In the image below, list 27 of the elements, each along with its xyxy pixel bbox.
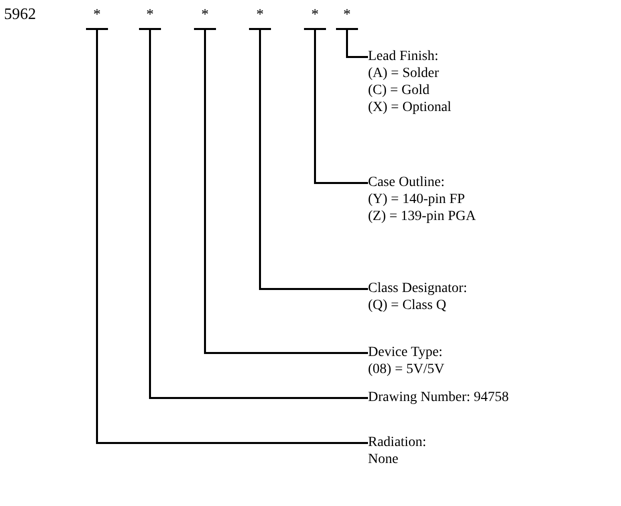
option-text: (Z) = 139-pin PGA — [368, 208, 476, 225]
field-heading: Lead Finish: — [368, 48, 440, 65]
option-text: (X) = Optional — [368, 99, 452, 116]
leader-line — [204, 30, 368, 354]
option-text: None — [368, 451, 400, 468]
leader-line — [314, 30, 368, 184]
option-text: (A) = Solder — [368, 65, 440, 82]
option-text: (Q) = Class Q — [368, 297, 448, 314]
option-text: (C) = Gold — [368, 82, 431, 99]
leader-line — [346, 30, 368, 58]
leader-line — [259, 30, 368, 290]
asterisk-field: * — [86, 4, 108, 30]
leader-line — [149, 30, 368, 399]
asterisk-field: * — [336, 4, 358, 30]
field-heading: Drawing Number: 94758 — [368, 389, 509, 406]
asterisk-field: * — [304, 4, 326, 30]
field-heading: Class Designator: — [368, 280, 468, 297]
leader-line — [96, 30, 368, 444]
field-heading: Device Type: — [368, 344, 444, 361]
field-heading: Radiation: — [368, 434, 426, 451]
asterisk-field: * — [194, 4, 216, 30]
asterisk-field: * — [139, 4, 161, 30]
part-number-prefix: 5962 — [4, 6, 36, 24]
option-text: (08) = 5V/5V — [368, 361, 444, 378]
option-text: (Y) = 140-pin FP — [368, 191, 466, 208]
asterisk-field: * — [249, 4, 271, 30]
field-heading: Case Outline: — [368, 174, 446, 191]
